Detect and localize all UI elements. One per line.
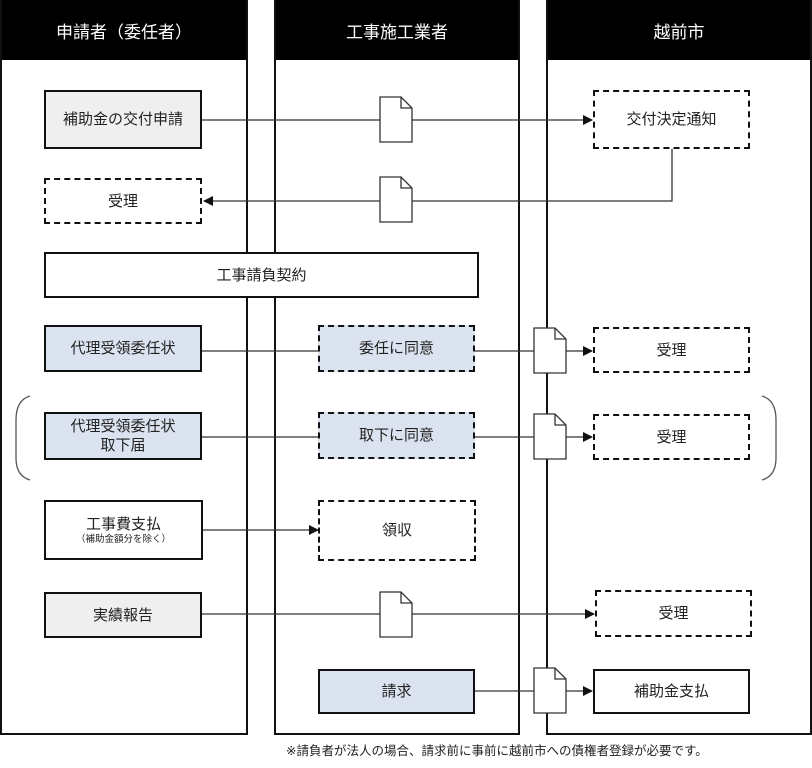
step-receipt-contractor: 領収 bbox=[318, 500, 476, 561]
lane-header-contractor: 工事施工業者 bbox=[276, 0, 518, 60]
step-withdrawal: 代理受領委任状 取下届 bbox=[44, 412, 202, 460]
step-receipt-city-3: 受理 bbox=[595, 590, 752, 637]
step-payment: 工事費支払 （補助金額分を除く） bbox=[44, 500, 203, 560]
step-invoice: 請求 bbox=[318, 669, 475, 714]
lane-header-applicant: 申請者（委任者） bbox=[2, 0, 246, 60]
step-withdrawal-line1: 代理受領委任状 bbox=[70, 417, 176, 435]
step-payment-line2: （補助金額分を除く） bbox=[75, 533, 171, 545]
step-payment-line1: 工事費支払 bbox=[85, 514, 161, 533]
step-consent-withdrawal: 取下に同意 bbox=[318, 412, 475, 459]
footnote: ※請負者が法人の場合、請求前に事前に越前市への債権者登録が必要です。 bbox=[286, 743, 708, 758]
step-application: 補助金の交付申請 bbox=[44, 90, 202, 149]
step-receipt-applicant: 受理 bbox=[44, 178, 202, 224]
step-contract: 工事請負契約 bbox=[44, 252, 479, 298]
step-subsidy-payment: 補助金支払 bbox=[593, 669, 750, 714]
step-receipt-city-1: 受理 bbox=[593, 327, 750, 373]
step-proxy-letter: 代理受領委任状 bbox=[44, 325, 202, 372]
step-grant-notice: 交付決定通知 bbox=[593, 90, 750, 149]
step-receipt-city-2: 受理 bbox=[593, 414, 750, 460]
step-consent-delegation: 委任に同意 bbox=[318, 325, 475, 372]
step-withdrawal-line2: 取下届 bbox=[100, 436, 146, 454]
lane-header-city: 越前市 bbox=[548, 0, 810, 60]
step-performance-report: 実績報告 bbox=[44, 592, 202, 638]
